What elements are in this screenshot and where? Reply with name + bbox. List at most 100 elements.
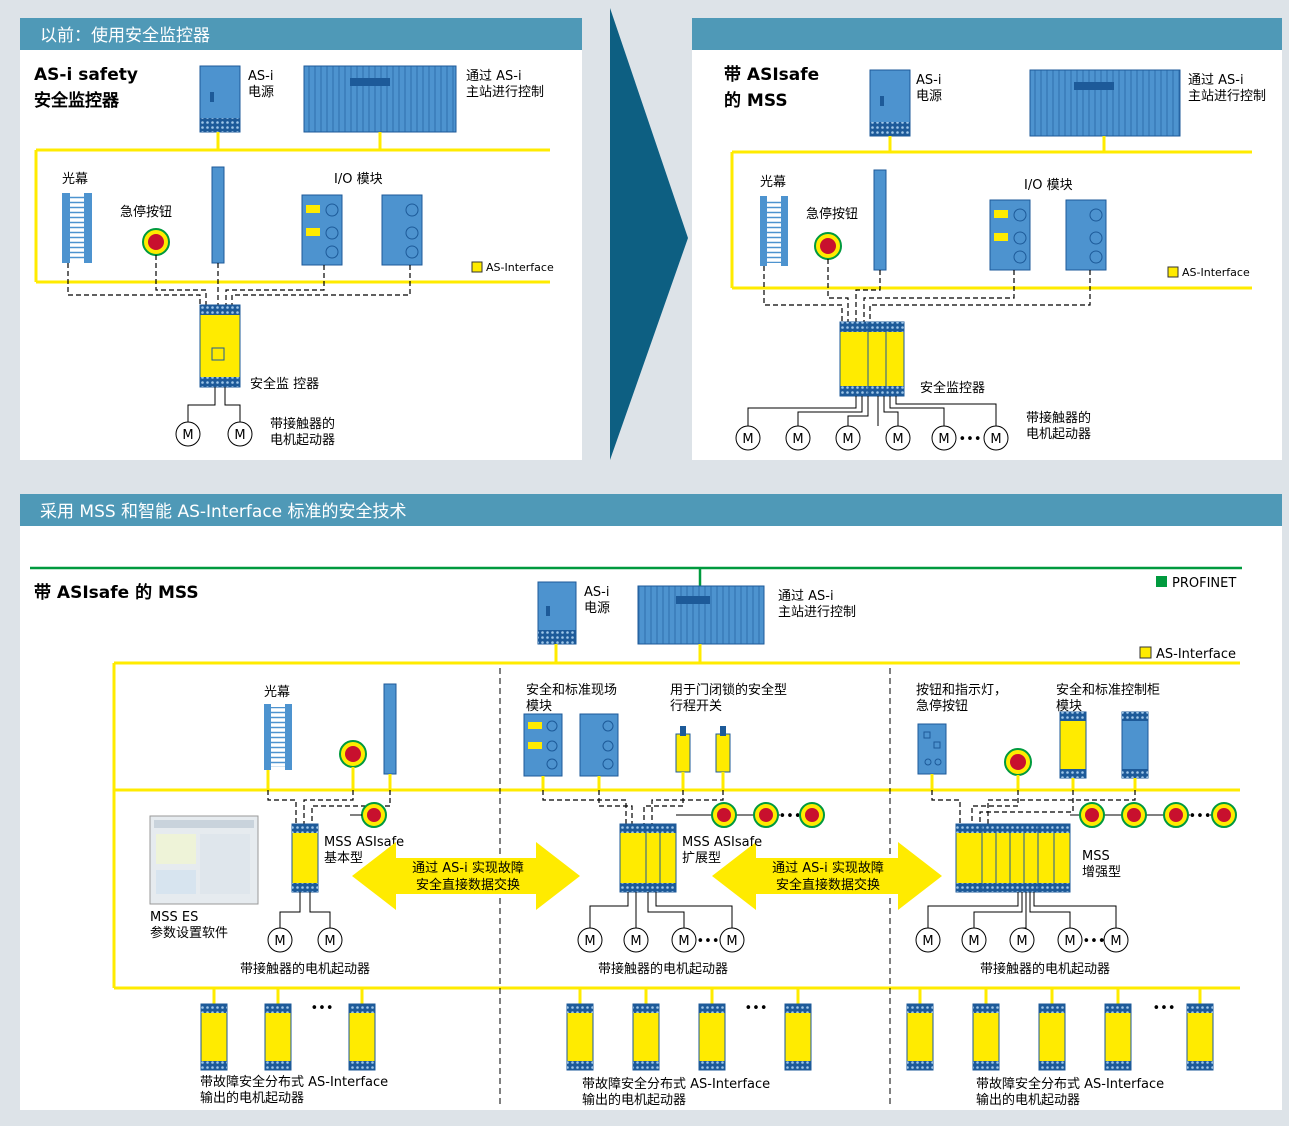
field-module-1 (523, 713, 563, 777)
estop-button (142, 228, 170, 256)
svg-text:M: M (990, 432, 1001, 447)
master-label-2: 主站进行控制 (778, 605, 856, 620)
starter-label-section1: 带接触器的电机起动器 (240, 961, 370, 977)
light-curtain (264, 704, 292, 770)
distributed-starter-2 (264, 988, 292, 1071)
transition-arrow (610, 8, 688, 460)
safety-io-module-tall (873, 169, 887, 271)
dist-label-1-line1: 带故障安全分布式 AS-Interface (200, 1074, 388, 1090)
light-curtain-label: 光幕 (62, 172, 88, 187)
svg-text:M: M (892, 432, 903, 447)
estop-button (814, 232, 842, 260)
exchange-arrow-1: 通过 AS-i 实现故障 安全直接数据交换 (352, 842, 580, 910)
dist-label-3-line2: 输出的电机起动器 (976, 1092, 1080, 1108)
field-module-label-1: 安全和标准现场 (526, 682, 617, 698)
dist-label-2-line1: 带故障安全分布式 AS-Interface (582, 1076, 770, 1092)
svg-text:•••: ••• (958, 432, 981, 447)
panel-bottom-header: 采用 MSS 和智能 AS-Interface 标准的安全技术 (40, 502, 407, 522)
distributed-starters (200, 988, 1214, 1071)
power-label-2: 电源 (916, 89, 942, 104)
mss-adv-label-2: 增强型 (1082, 865, 1121, 880)
cabinet-label-2: 模块 (1056, 699, 1082, 714)
power-label-2: 电源 (584, 601, 610, 616)
distributed-starter-9 (972, 988, 1000, 1071)
starter-label-1: 带接触器的 (1026, 410, 1091, 426)
motor-2: M (227, 421, 253, 447)
svg-text:•••: ••• (1082, 934, 1105, 949)
safety-io-module-tall (211, 166, 225, 264)
cabinet-module-1 (1059, 711, 1087, 779)
asi-master-plc (637, 585, 765, 645)
asi-master-plc (303, 65, 457, 133)
svg-text:M: M (234, 428, 245, 443)
field-module-2 (579, 713, 619, 777)
button-label-2: 急停按钮 (916, 698, 968, 714)
panel-after-title-line1: 带 ASIsafe (724, 64, 819, 85)
mss-adv-label-1: MSS (1082, 849, 1110, 864)
motor-pair-1: M M (267, 927, 343, 953)
mss-basic-label-1: MSS ASIsafe (324, 835, 404, 850)
panel-bottom-header-bar (20, 494, 1282, 526)
software-screenshot (149, 815, 259, 905)
asi-legend: AS-Interface (486, 261, 554, 274)
dist-label-2-line2: 输出的电机起动器 (582, 1092, 686, 1108)
asi-legend: AS-Interface (1156, 647, 1236, 662)
master-label-2: 主站进行控制 (1188, 89, 1266, 104)
svg-text:M: M (1016, 934, 1027, 949)
asi-legend: AS-Interface (1182, 266, 1250, 279)
mss-module (839, 321, 905, 397)
svg-text:M: M (678, 934, 689, 949)
master-label-1: 通过 AS-i (778, 589, 834, 604)
panel-after-title-line2: 的 MSS (724, 90, 788, 111)
door-switch-label-1: 用于门闭锁的安全型 (670, 682, 787, 698)
io-module-2 (1065, 199, 1107, 271)
panel-before-header-bar (20, 18, 582, 50)
panel-bottom: 采用 MSS 和智能 AS-Interface 标准的安全技术 带 ASIsaf… (20, 494, 1282, 1110)
asi-power-supply (199, 65, 241, 133)
svg-text:M: M (1110, 934, 1121, 949)
svg-text:M: M (742, 432, 753, 447)
estop-button (361, 802, 387, 828)
svg-text:M: M (182, 428, 193, 443)
profinet-legend-swatch (1156, 576, 1167, 587)
estop-button (1004, 748, 1032, 776)
dist-label-3-line1: 带故障安全分布式 AS-Interface (976, 1076, 1164, 1092)
light-curtain-label: 光幕 (264, 685, 290, 700)
dist-dots-1: ••• (310, 1001, 333, 1016)
distributed-starter-5 (632, 988, 660, 1071)
distributed-starter-10 (1038, 988, 1066, 1071)
svg-text:通过 AS-i 实现故障: 通过 AS-i 实现故障 (772, 861, 884, 876)
svg-text:M: M (274, 934, 285, 949)
panel-before-title-line1: AS-i safety (34, 65, 138, 85)
svg-text:安全直接数据交换: 安全直接数据交换 (776, 877, 880, 893)
dist-dots-2: ••• (744, 1001, 767, 1016)
motor-row-3: M M M M ••• M (915, 927, 1129, 953)
asi-power-supply (869, 69, 911, 137)
starter-label-section2: 带接触器的电机起动器 (598, 961, 728, 977)
asi-legend-swatch (1139, 646, 1152, 659)
software-label-1: MSS ES (150, 910, 198, 925)
master-label-1: 通过 AS-i (466, 69, 522, 84)
panel-before-header: 以前：使用安全监控器 (40, 25, 210, 46)
mss-basic-label-2: 基本型 (324, 851, 363, 866)
mss-basic (291, 823, 319, 893)
starter-label-2: 电机起动器 (270, 433, 335, 448)
starter-label-1: 带接触器的 (270, 416, 335, 432)
io-module-2 (381, 194, 423, 266)
panel-after: 带 ASIsafe 的 MSS AS-i 电源 通过 AS-i 主站进行控制 光… (692, 18, 1282, 460)
safety-io-module-tall (383, 683, 397, 775)
safety-monitor (199, 304, 241, 388)
svg-text:安全直接数据交换: 安全直接数据交换 (416, 877, 520, 893)
svg-text:M: M (938, 432, 949, 447)
mss-ext-label-2: 扩展型 (682, 851, 721, 866)
svg-text:M: M (584, 934, 595, 949)
estop-row-3: ••• (1079, 802, 1237, 828)
field-module-label-2: 模块 (526, 699, 552, 714)
io-module-label: I/O 模块 (1024, 178, 1073, 193)
light-curtain (62, 193, 92, 263)
estop-label: 急停按钮 (806, 206, 858, 222)
asi-master-plc (1029, 69, 1181, 137)
button-label-1: 按钮和指示灯， (916, 683, 1007, 698)
